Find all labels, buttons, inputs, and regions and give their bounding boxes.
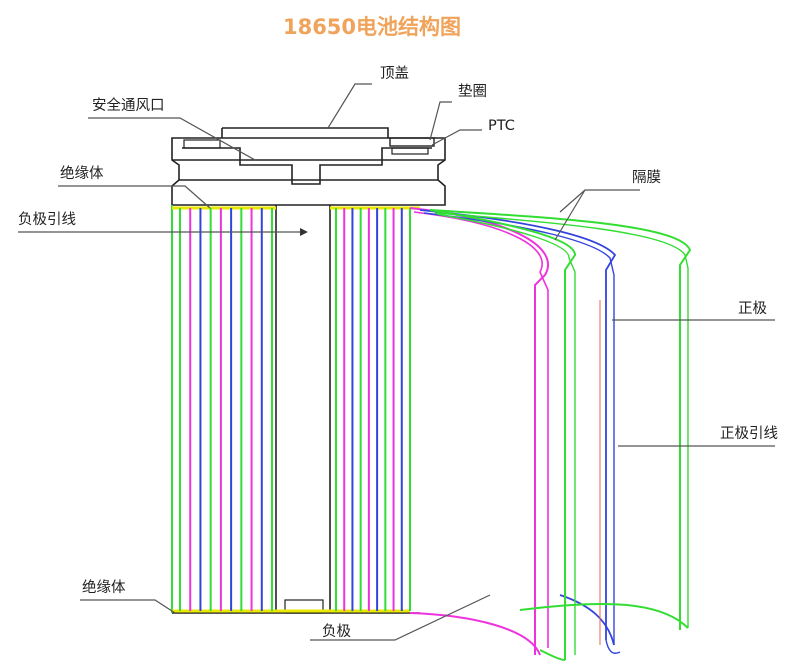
label-safety-vent: 安全通风口	[92, 96, 165, 114]
top-cap-assembly	[171, 127, 446, 206]
leader-lines	[18, 83, 775, 641]
label-separator: 隔膜	[632, 169, 661, 186]
label-insulator-bottom: 绝缘体	[82, 579, 126, 596]
electrode-layers-right	[335, 208, 411, 611]
label-positive-lead: 正极引线	[720, 425, 778, 442]
label-insulator-top: 绝缘体	[60, 165, 104, 182]
battery-can	[171, 205, 420, 614]
label-top-cap: 顶盖	[380, 65, 409, 82]
label-positive-electrode: 正极	[738, 300, 767, 317]
label-gasket: 垫圈	[458, 83, 487, 100]
label-ptc: PTC	[488, 118, 515, 134]
label-negative-lead: 负极引线	[18, 211, 76, 228]
unrolled-electrode-sheets	[409, 207, 692, 661]
electrode-layers-left	[179, 208, 273, 611]
diagram-title: 18650电池结构图	[283, 15, 461, 39]
label-negative-electrode: 负极	[322, 623, 351, 640]
